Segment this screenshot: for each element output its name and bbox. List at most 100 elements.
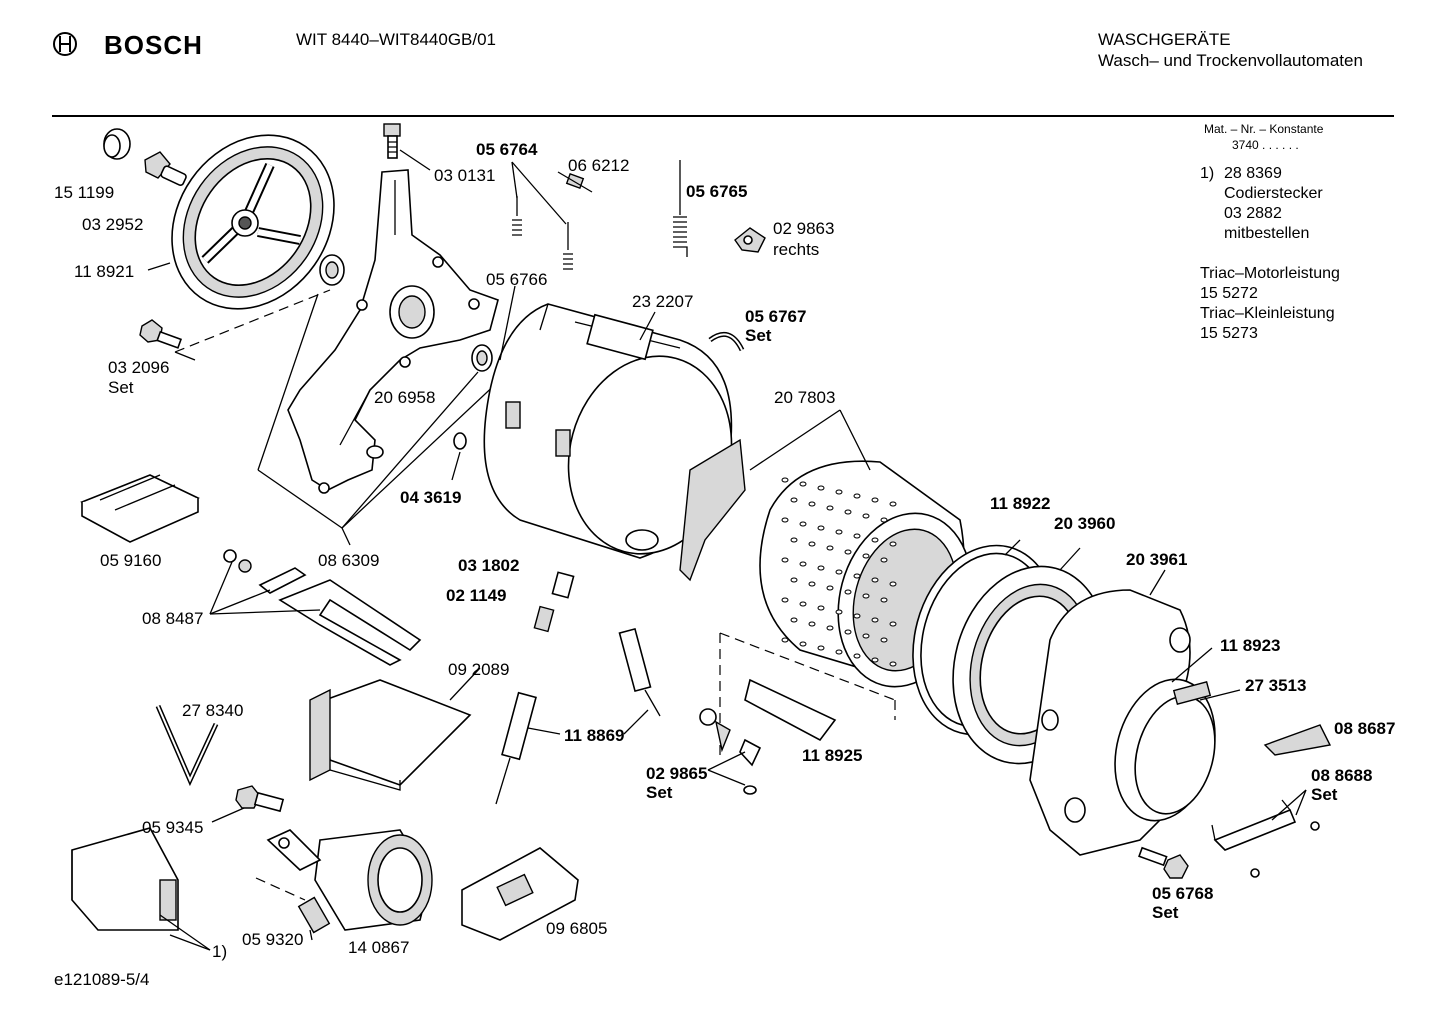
part-label-set: Set	[745, 326, 772, 345]
note-marker: 1)	[1200, 165, 1215, 182]
drum-hole	[808, 581, 816, 587]
drum-hole	[889, 501, 897, 507]
drive-belt-part	[155, 705, 219, 787]
seal-part	[471, 344, 493, 372]
part-label-set: Set	[646, 783, 673, 802]
drum-hole	[880, 517, 888, 523]
electronics-board-part	[71, 827, 179, 931]
drum-hole	[853, 533, 861, 539]
drum-hole	[880, 557, 888, 563]
part-label: 02 1149	[446, 586, 507, 605]
drum-hole	[817, 525, 825, 531]
part-label: 05 6768	[1152, 884, 1214, 903]
drum-hole	[871, 497, 879, 503]
drum-hole	[835, 489, 843, 495]
drum-hole	[844, 589, 852, 595]
part-label-side: rechts	[773, 240, 820, 259]
mat-nr-value: 3740 . . . . . .	[1232, 138, 1299, 152]
part-label: 11 8923	[1220, 636, 1281, 655]
model-number: WIT 8440–WIT8440GB/01	[296, 30, 497, 49]
tub-bracket-part	[287, 169, 499, 494]
part-label: 11 8869	[564, 726, 625, 745]
drum-hole	[790, 497, 798, 503]
drum-hole	[826, 545, 834, 551]
drum-hole	[790, 537, 798, 543]
part-label: 05 6766	[486, 270, 548, 289]
top-bolt-part	[383, 123, 401, 159]
part-label: 02 9863	[773, 219, 835, 238]
part-label: 11 8922	[990, 494, 1051, 513]
hinge-bracket-part	[1211, 799, 1320, 878]
module-note-marker: 1)	[212, 942, 228, 961]
drum-hole	[889, 621, 897, 627]
part-label: 05 6767	[745, 307, 807, 326]
part-label-set: Set	[1152, 903, 1179, 922]
valve-part	[699, 708, 762, 795]
part-label: 20 3960	[1054, 514, 1116, 533]
part-label: 03 2952	[82, 215, 144, 234]
part-label: 15 1199	[54, 183, 115, 202]
door-screw-part	[1138, 846, 1189, 879]
part-label: 04 3619	[400, 488, 462, 507]
part-label: 11 8925	[802, 746, 863, 765]
part-label: 08 8688	[1311, 766, 1373, 785]
drum-hole	[835, 649, 843, 655]
pump-housing-part	[309, 679, 472, 791]
part-label: 05 9345	[142, 818, 204, 837]
drum-hole	[826, 625, 834, 631]
bushing-part	[103, 128, 131, 160]
triac-motor-label: Triac–Motorleistung	[1200, 265, 1340, 282]
drum-hole	[781, 637, 789, 643]
part-label: 08 6309	[318, 551, 380, 570]
drum-hole	[826, 585, 834, 591]
document-id: e121089-5/4	[54, 970, 150, 989]
part-label: 03 1802	[458, 556, 520, 575]
triac-small-label: Triac–Kleinleistung	[1200, 305, 1335, 322]
part-label: 14 0867	[348, 938, 410, 957]
tub-rear-part	[483, 303, 733, 559]
heater-part	[223, 549, 422, 666]
front-panel-part	[1029, 589, 1216, 856]
category-subtitle: Wasch– und Trockenvollautomaten	[1098, 51, 1363, 70]
drum-holes	[781, 477, 897, 667]
part-label: 05 6764	[476, 140, 538, 159]
drum-hole	[826, 505, 834, 511]
drum-hole	[799, 521, 807, 527]
control-module-part	[461, 847, 579, 941]
drum-hole	[781, 597, 789, 603]
drum-hole	[889, 581, 897, 587]
drum-hole	[808, 501, 816, 507]
drum-hole	[853, 493, 861, 499]
drum-hole	[853, 573, 861, 579]
drum-hole	[808, 541, 816, 547]
category-title: WASCHGERÄTE	[1098, 30, 1231, 49]
clamp-part	[708, 331, 745, 352]
drum-hole	[817, 565, 825, 571]
drum-hole	[844, 509, 852, 515]
part-label: 23 2207	[632, 292, 694, 311]
drum-hole	[799, 561, 807, 567]
part-label: 09 6805	[546, 919, 608, 938]
part-label: 03 2096	[108, 358, 170, 377]
spring-part	[512, 160, 688, 270]
drum-hole	[871, 537, 879, 543]
door-handle-part	[1263, 724, 1332, 756]
part-label: 20 6958	[374, 388, 436, 407]
ring-part	[453, 432, 467, 450]
drum-hole	[835, 529, 843, 535]
drum-hole	[862, 553, 870, 559]
part-label: 02 9865	[646, 764, 708, 783]
part-label: 05 9320	[242, 930, 304, 949]
drum-hole	[808, 621, 816, 627]
part-label: 06 6212	[568, 156, 630, 175]
drum-hole	[799, 481, 807, 487]
part-label: 20 3961	[1126, 550, 1188, 569]
drum-hole	[781, 557, 789, 563]
drum-hole	[799, 601, 807, 607]
filter-pad-part	[80, 474, 200, 543]
part-label: 05 9160	[100, 551, 162, 570]
bosch-logo-icon	[53, 32, 77, 56]
drum-hole	[817, 645, 825, 651]
drum-hole	[862, 513, 870, 519]
drum-hole	[781, 517, 789, 523]
